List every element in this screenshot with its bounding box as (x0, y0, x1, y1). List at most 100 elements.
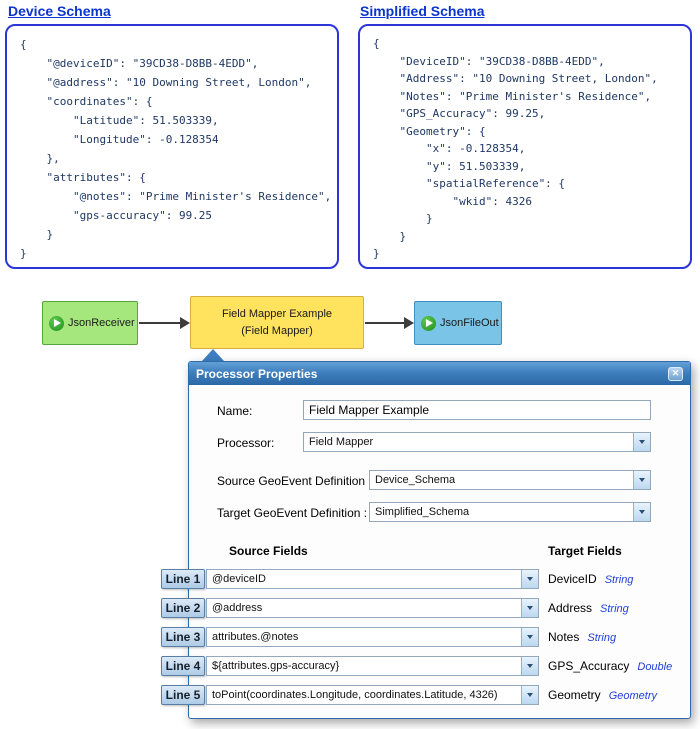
node-subtitle: (Field Mapper) (241, 325, 313, 337)
dialog-title: Processor Properties (196, 366, 318, 381)
source-fields-header: Source Fields (229, 544, 308, 558)
code-line: "x": -0.128354, (373, 142, 526, 155)
flow-arrowhead (180, 317, 190, 329)
line-1-callout: Line 1 (161, 569, 205, 589)
target-field: Notes String (548, 630, 616, 644)
target-field-name: Notes (548, 630, 580, 644)
target-field-type: String (600, 603, 629, 615)
target-field-type: Geometry (608, 690, 657, 702)
node-label: JsonFileOut (440, 317, 499, 329)
chevron-down-icon[interactable] (521, 628, 538, 646)
code-line: "GPS_Accuracy": 99.25, (373, 107, 546, 120)
flow-arrow (139, 322, 180, 324)
flow-node-json-file-out[interactable]: JsonFileOut (414, 301, 502, 345)
chevron-down-icon[interactable] (521, 570, 538, 588)
processor-label: Processor: (217, 436, 275, 450)
device-schema-title: Device Schema (8, 3, 111, 19)
code-line: { (20, 38, 27, 51)
code-line: "@notes": "Prime Minister's Residence", (20, 190, 332, 203)
play-icon (421, 315, 436, 331)
processor-selected-value: Field Mapper (309, 436, 374, 448)
processor-properties-dialog: Processor Properties ✕ Name: Processor: … (161, 361, 691, 719)
field-mapping-row: Line 4 ${attributes.gps-accuracy} GPS_Ac… (161, 656, 686, 676)
chevron-down-icon[interactable] (633, 503, 650, 521)
simplified-schema-panel: { "DeviceID": "39CD38-D8BB-4EDD", "Addre… (358, 24, 692, 269)
source-def-selected-value: Device_Schema (375, 474, 456, 486)
play-icon (49, 315, 64, 331)
chevron-down-icon[interactable] (633, 433, 650, 451)
code-line: "Address": "10 Downing Street, London", (373, 72, 658, 85)
field-mapping-row: Line 1 @deviceID DeviceID String (161, 569, 686, 589)
chevron-down-icon[interactable] (521, 599, 538, 617)
flow-arrowhead (404, 317, 414, 329)
code-line: } (20, 247, 27, 260)
source-field-select[interactable]: @deviceID (206, 569, 539, 589)
target-field: GPS_Accuracy Double (548, 659, 672, 673)
source-field-value: ${attributes.gps-accuracy} (212, 660, 340, 672)
target-field: Address String (548, 601, 629, 615)
code-line: "y": 51.503339, (373, 159, 526, 173)
code-line: "Geometry": { (373, 124, 486, 138)
source-field-value: toPoint(coordinates.Longitude, coordinat… (212, 689, 498, 701)
source-field-select[interactable]: ${attributes.gps-accuracy} (206, 656, 539, 676)
line-3-callout: Line 3 (161, 627, 205, 647)
source-geoevent-definition-select[interactable]: Device_Schema (369, 470, 651, 490)
code-line: "DeviceID": "39CD38-D8BB-4EDD", (373, 54, 605, 68)
code-line: "wkid": 4326 (373, 194, 532, 208)
target-field: DeviceID String (548, 572, 633, 586)
processor-select[interactable]: Field Mapper (303, 432, 651, 452)
node-label: JsonReceiver (68, 317, 135, 329)
target-field-name: Address (548, 601, 593, 615)
source-field-value: @deviceID (212, 573, 266, 585)
dialog-titlebar[interactable]: Processor Properties ✕ (189, 362, 690, 385)
code-line: "gps-accuracy": 99.25 (20, 209, 213, 222)
target-geoevent-definition-select[interactable]: Simplified_Schema (369, 502, 651, 522)
dialog-pointer-triangle (202, 349, 224, 361)
target-fields-header: Target Fields (548, 544, 622, 558)
code-line: "Latitude": 51.503339, (20, 114, 219, 127)
target-def-selected-value: Simplified_Schema (375, 506, 470, 518)
code-line: "coordinates": { (20, 95, 153, 108)
source-geoevent-definition-label: Source GeoEvent Definition : (217, 474, 372, 488)
code-line: "@address": "10 Downing Street, London", (20, 76, 312, 89)
source-field-value: @address (212, 602, 263, 614)
source-field-select[interactable]: toPoint(coordinates.Longitude, coordinat… (206, 685, 539, 705)
close-icon[interactable]: ✕ (668, 366, 683, 381)
code-line: } (373, 212, 433, 225)
target-field-name: DeviceID (548, 572, 597, 586)
source-field-value: attributes.@notes (212, 631, 299, 643)
target-field: Geometry Geometry (548, 688, 657, 702)
code-line: } (20, 228, 54, 241)
target-field-type: String (587, 632, 617, 644)
code-line: { (373, 37, 380, 50)
simplified-schema-title: Simplified Schema (360, 3, 485, 19)
line-2-callout: Line 2 (161, 598, 205, 618)
source-field-select[interactable]: attributes.@notes (206, 627, 539, 647)
target-geoevent-definition-label: Target GeoEvent Definition : (217, 506, 368, 520)
code-line: }, (20, 152, 60, 165)
field-mapping-row: Line 3 attributes.@notes Notes String (161, 627, 686, 647)
target-field-type: String (604, 574, 634, 586)
flow-arrow (365, 322, 404, 324)
line-5-callout: Line 5 (161, 685, 205, 705)
chevron-down-icon[interactable] (633, 471, 650, 489)
chevron-down-icon[interactable] (521, 657, 538, 675)
code-line: "Notes": "Prime Minister's Residence", (373, 89, 652, 103)
code-line: "Longitude": -0.128354 (20, 133, 219, 146)
code-line: "attributes": { (20, 171, 146, 184)
chevron-down-icon[interactable] (521, 686, 538, 704)
device-schema-panel: { "@deviceID": "39CD38-D8BB-4EDD", "@add… (5, 24, 339, 269)
target-field-name: GPS_Accuracy (548, 659, 630, 673)
field-mapping-row: Line 5 toPoint(coordinates.Longitude, co… (161, 685, 686, 705)
flow-node-json-receiver[interactable]: JsonReceiver (42, 301, 138, 345)
target-field-name: Geometry (548, 688, 601, 702)
source-field-select[interactable]: @address (206, 598, 539, 618)
line-4-callout: Line 4 (161, 656, 205, 676)
name-input[interactable] (303, 400, 651, 420)
code-line: } (373, 229, 407, 243)
flow-node-field-mapper[interactable]: Field Mapper Example (Field Mapper) (190, 296, 364, 349)
code-line: } (373, 247, 380, 260)
code-line: "@deviceID": "39CD38-D8BB-4EDD", (20, 57, 259, 70)
target-field-type: Double (637, 661, 673, 673)
